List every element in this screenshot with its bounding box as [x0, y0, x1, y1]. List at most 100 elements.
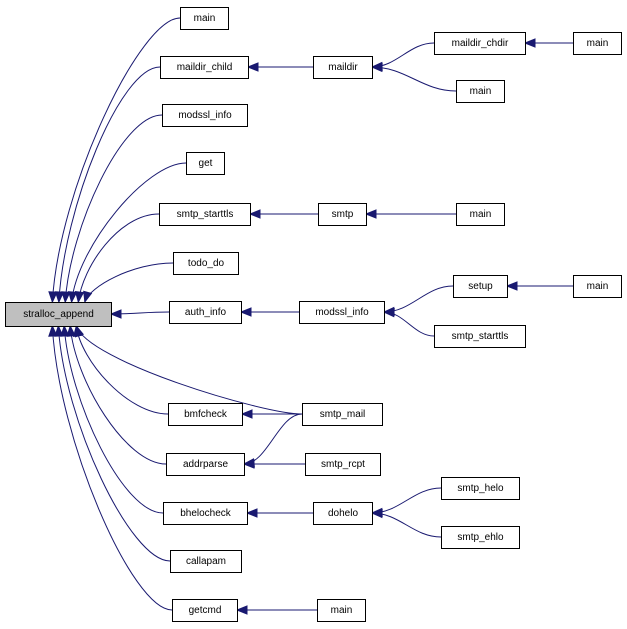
node-bmfcheck[interactable]: bmfcheck: [168, 403, 243, 426]
edge-arrowhead: [505, 281, 518, 291]
node-modssl-info2[interactable]: modssl_info: [299, 301, 385, 324]
node-box: [305, 453, 381, 476]
node-box: [441, 526, 520, 549]
node-box: [159, 203, 251, 226]
node-box: [313, 56, 373, 79]
edge-line: [77, 213, 160, 303]
node-box: [573, 275, 622, 298]
node-main2[interactable]: main: [573, 32, 622, 55]
node-smtp-mail[interactable]: smtp_mail: [302, 403, 383, 426]
node-box: [456, 203, 505, 226]
node-main3[interactable]: main: [456, 80, 505, 103]
node-label: main: [587, 281, 609, 292]
node-bhelocheck[interactable]: bhelocheck: [163, 502, 248, 525]
node-box: [166, 453, 245, 476]
edge-line: [51, 17, 181, 303]
node-label: modssl_info: [178, 110, 232, 121]
edge-line: [51, 325, 173, 611]
node-label: main: [194, 13, 216, 24]
node-callapam[interactable]: callapam: [170, 550, 242, 573]
node-label: smtp_helo: [457, 483, 504, 494]
node-label: modssl_info: [315, 307, 369, 318]
node-maildir-chdir[interactable]: maildir_chdir: [434, 32, 526, 55]
edge-arrowhead: [66, 324, 76, 337]
node-smtp-helo[interactable]: smtp_helo: [441, 477, 520, 500]
node-label: todo_do: [188, 258, 225, 269]
edge-arrowhead: [54, 291, 65, 304]
edge-arrowhead: [72, 324, 83, 338]
node-label: smtp_ehlo: [457, 532, 504, 543]
node-box: [162, 104, 248, 127]
node-main1[interactable]: main: [180, 7, 229, 30]
node-box: [169, 301, 242, 324]
node-label: setup: [468, 281, 493, 292]
node-setup[interactable]: setup: [453, 275, 508, 298]
edge-arrowhead: [242, 459, 255, 469]
edge-smtp-rcpt-to-addrparse: [242, 459, 305, 469]
edge-arrowhead: [48, 324, 58, 337]
node-box: [573, 32, 622, 55]
edge-bmfcheck-to-stralloc-append: [72, 324, 169, 415]
edge-addrparse-to-stralloc-append: [66, 324, 167, 465]
node-box: [5, 302, 112, 327]
node-smtp[interactable]: smtp: [318, 203, 367, 226]
nodes-layer: stralloc_appendmainmaildir_childmodssl_i…: [5, 7, 622, 622]
edge-line: [69, 325, 167, 465]
edge-line: [75, 325, 169, 415]
node-box: [186, 152, 225, 175]
node-auth-info[interactable]: auth_info: [169, 301, 242, 324]
node-smtp-starttls1[interactable]: smtp_starttls: [159, 203, 251, 226]
edge-bhelocheck-to-stralloc-append: [60, 324, 164, 514]
node-label: main: [470, 209, 492, 220]
node-maildir[interactable]: maildir: [313, 56, 373, 79]
edge-smtp-mail-to-addrparse: [242, 413, 303, 468]
node-smtp-ehlo[interactable]: smtp_ehlo: [441, 526, 520, 549]
edge-arrowhead: [246, 62, 259, 72]
edge-line: [57, 325, 171, 562]
edge-arrowhead: [54, 324, 64, 337]
edge-callapam-to-stralloc-append: [54, 324, 171, 562]
node-box: [434, 32, 526, 55]
node-dohelo[interactable]: dohelo: [313, 502, 373, 525]
node-main5[interactable]: main: [573, 275, 622, 298]
edge-arrowhead: [382, 307, 395, 318]
node-label: bmfcheck: [184, 409, 228, 420]
node-smtp-rcpt[interactable]: smtp_rcpt: [305, 453, 381, 476]
node-todo-do[interactable]: todo_do: [173, 252, 239, 275]
edge-maildir-to-maildir-child: [246, 62, 313, 72]
edge-smtp-starttls1-to-stralloc-append: [74, 213, 160, 304]
edge-line: [64, 114, 163, 303]
node-label: smtp_mail: [320, 409, 366, 420]
node-smtp-starttls2[interactable]: smtp_starttls: [434, 325, 526, 348]
edge-todo-do-to-stralloc-append: [83, 262, 174, 304]
edge-main1-to-stralloc-append: [48, 17, 181, 304]
edge-arrowhead: [248, 209, 261, 219]
edge-arrowhead: [245, 508, 258, 518]
node-stralloc-append[interactable]: stralloc_append: [5, 302, 112, 327]
node-box: [434, 325, 526, 348]
node-box: [168, 403, 243, 426]
node-box: [299, 301, 385, 324]
node-label: maildir: [328, 62, 358, 73]
edge-dohelo-to-bhelocheck: [245, 508, 313, 518]
node-modssl-info1[interactable]: modssl_info: [162, 104, 248, 127]
node-maildir-child[interactable]: maildir_child: [160, 56, 249, 79]
node-get[interactable]: get: [186, 152, 225, 175]
edge-arrowhead: [240, 409, 253, 419]
node-label: main: [470, 86, 492, 97]
node-label: addrparse: [183, 459, 228, 470]
edge-arrowhead: [67, 291, 78, 304]
node-label: maildir_chdir: [452, 38, 509, 49]
node-getcmd[interactable]: getcmd: [172, 599, 238, 622]
node-main4[interactable]: main: [456, 203, 505, 226]
node-main6[interactable]: main: [317, 599, 366, 622]
node-label: smtp: [332, 209, 354, 220]
node-label: stralloc_append: [23, 309, 94, 320]
edges-layer: [48, 17, 573, 615]
node-box: [173, 252, 239, 275]
edge-smtp-mail-to-bmfcheck: [240, 409, 302, 419]
node-box: [302, 403, 383, 426]
node-addrparse[interactable]: addrparse: [166, 453, 245, 476]
edge-arrowhead: [48, 291, 58, 304]
